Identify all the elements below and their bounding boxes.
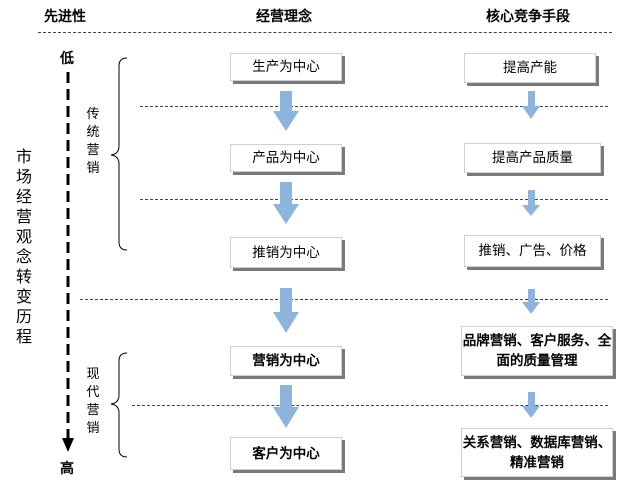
row-divider [140, 199, 608, 200]
means-label: 关系营销、数据库营销、精准营销 [462, 434, 612, 471]
row-divider [132, 405, 608, 406]
header-divider [38, 32, 612, 33]
block-arrow-down [522, 190, 540, 216]
block-arrow-down [273, 288, 299, 333]
concept-label: 生产为中心 [252, 59, 320, 75]
block-arrow-down [273, 385, 299, 428]
level-high: 高 [60, 461, 74, 477]
concept-box: 推销为中心 [230, 237, 342, 268]
concept-label: 营销为中心 [252, 353, 320, 369]
header-concept: 经营理念 [256, 9, 312, 25]
brace-modern [110, 352, 128, 458]
row-divider [80, 299, 608, 300]
concept-box: 产品为中心 [230, 144, 342, 172]
concept-label: 产品为中心 [252, 150, 320, 166]
concept-box: 营销为中心 [230, 346, 342, 376]
means-box: 提高产能 [464, 53, 596, 83]
means-box: 关系营销、数据库营销、精准营销 [461, 428, 613, 477]
group-traditional: 传统营销 [86, 107, 100, 176]
concept-box: 客户为中心 [230, 437, 342, 470]
block-arrow-down [273, 182, 299, 224]
means-box: 提高产品质量 [464, 143, 601, 173]
means-box: 品牌营销、客户服务、全面的质量管理 [461, 326, 613, 376]
level-low: 低 [60, 51, 74, 67]
means-box: 推销、广告、价格 [464, 235, 601, 267]
header-advancement: 先进性 [44, 9, 86, 25]
block-arrow-down [522, 91, 540, 119]
block-arrow-down [273, 91, 299, 131]
means-label: 品牌营销、客户服务、全面的质量管理 [462, 333, 612, 369]
means-label: 推销、广告、价格 [478, 243, 587, 259]
block-arrow-down [522, 392, 540, 418]
means-label: 提高产能 [503, 60, 557, 76]
row-divider [140, 106, 608, 107]
concept-label: 客户为中心 [252, 445, 320, 462]
advancement-axis [62, 72, 74, 452]
header-means: 核心竞争手段 [486, 9, 570, 25]
brace-traditional [110, 57, 128, 251]
group-modern: 现代营销 [86, 367, 100, 436]
block-arrow-down [522, 289, 540, 314]
side-title: 市场经营观念转变历程 [15, 147, 32, 346]
means-label: 提高产品质量 [492, 150, 573, 166]
concept-box: 生产为中心 [230, 53, 342, 81]
concept-label: 推销为中心 [252, 244, 320, 261]
